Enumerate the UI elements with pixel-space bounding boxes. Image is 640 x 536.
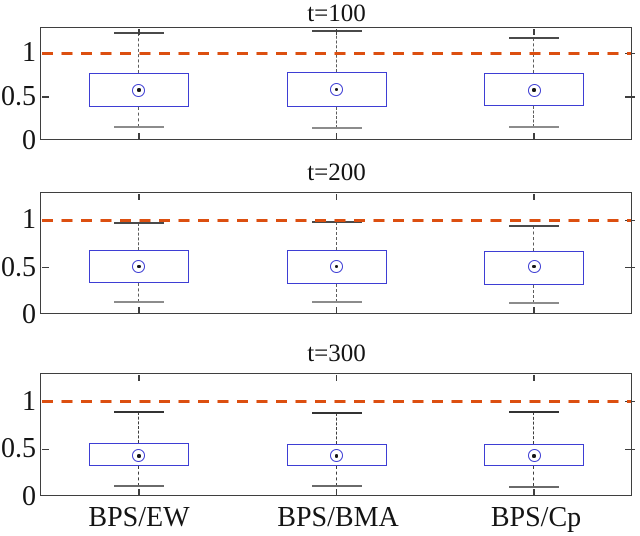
reference-line [42,400,631,404]
whisker-cap-bottom [311,300,362,303]
y-tick-mark-left [41,266,49,269]
y-tick-label: 0 [22,125,36,156]
x-tick-mark-bottom [138,306,140,314]
y-tick-label: 1 [22,37,36,69]
whisker-upper [335,31,337,72]
median-marker [132,260,146,274]
whisker-cap-top [311,221,362,224]
median-dot [334,264,339,269]
whisker-cap-bottom [509,301,560,304]
x-tick-mark-top [335,193,338,200]
panel-title-t100: t=100 [307,0,366,27]
whisker-cap-bottom [509,125,560,128]
y-tick-mark-right [625,96,635,98]
whisker-lower [533,284,535,303]
x-tick-mark-top [138,374,140,381]
whisker-upper [533,37,535,74]
median-dot [137,454,141,458]
plot-area-t100 [40,27,632,140]
y-tick-label: 0 [22,481,36,512]
whisker-cap-top [509,411,560,414]
median-dot [532,454,536,458]
x-tick-mark-bottom [533,132,535,140]
y-tick-mark-left [41,448,49,451]
whisker-upper [335,222,337,250]
plot-area-t200 [40,192,632,314]
y-tick-label: 0 [22,299,36,330]
whisker-lower [335,283,337,302]
x-tick-mark-top [533,374,535,381]
y-tick-mark-right [625,448,635,451]
median-marker [527,260,541,274]
y-tick-label: 1 [22,204,36,236]
x-tick-mark-bottom [335,488,338,496]
whisker-cap-top [113,411,164,414]
x-tick-mark-top [533,28,535,35]
x-tick-mark-bottom [533,488,535,496]
x-tick-mark-bottom [138,132,140,140]
median-dot [532,88,536,92]
whisker-upper [335,413,337,444]
median-marker [527,83,541,97]
median-dot [532,264,536,269]
whisker-cap-top [311,412,362,415]
y-tick-label: 0.5 [1,251,36,283]
median-marker [330,260,343,274]
whisker-cap-bottom [113,125,164,128]
median-dot [334,454,339,458]
x-tick-mark-top [138,193,140,200]
whisker-cap-bottom [311,484,362,487]
median-marker [132,83,146,97]
whisker-lower [335,106,337,128]
plot-area-t300 [40,373,632,496]
panel-title-t200: t=200 [307,159,366,186]
y-tick-mark-right [625,266,635,269]
y-tick-mark-left [41,96,49,98]
x-tick-mark-top [335,28,338,35]
whisker-lower [335,466,337,486]
median-dot [334,87,339,91]
x-tick-mark-bottom [138,488,140,496]
whisker-upper [533,412,535,444]
reference-line [42,51,631,55]
median-marker [132,449,146,463]
whisker-lower [138,282,140,302]
x-tick-mark-bottom [335,306,338,314]
median-marker [527,449,541,463]
median-dot [137,88,141,92]
median-marker [330,82,343,96]
x-tick-mark-top [335,374,338,381]
whisker-lower [533,466,535,487]
whisker-cap-bottom [509,485,560,488]
whisker-cap-top [509,36,560,39]
whisker-lower [138,106,140,127]
y-tick-label: 1 [22,385,36,417]
whisker-cap-bottom [311,126,362,129]
reference-line [42,218,631,222]
y-tick-label: 0.5 [1,81,36,113]
x-axis-label-bps-bma: BPS/BMA [277,502,399,533]
median-dot [137,264,141,269]
x-tick-mark-bottom [335,132,338,140]
x-tick-mark-top [533,193,535,200]
y-tick-label: 0.5 [1,433,36,465]
x-axis-label-bps-ew: BPS/EW [88,502,190,533]
median-marker [330,449,343,463]
whisker-lower [138,465,140,486]
x-tick-mark-top [138,28,140,35]
whisker-cap-bottom [113,484,164,487]
whisker-upper [138,223,140,250]
whisker-lower [533,105,535,127]
whisker-cap-top [113,222,164,225]
x-axis-label-bps-cp: BPS/Cp [490,502,582,533]
whisker-upper [533,226,535,251]
whisker-cap-top [509,225,560,228]
x-tick-mark-bottom [533,306,535,314]
whisker-cap-bottom [113,300,164,303]
whisker-upper [138,412,140,443]
panel-title-t300: t=300 [307,340,366,367]
